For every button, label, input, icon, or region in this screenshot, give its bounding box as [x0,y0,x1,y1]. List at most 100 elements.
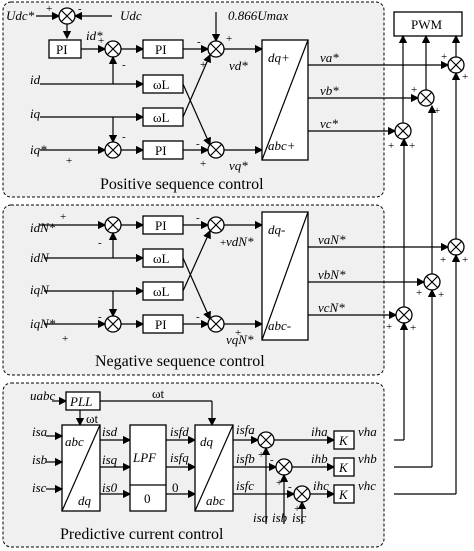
sign-22: - [270,454,274,466]
dq-minus-label: dq- [268,222,285,237]
sign-36: + [386,321,392,333]
sign-11: + [200,158,206,170]
vdn-star-label: vdN* [226,234,254,249]
pwm-label: PWM [411,17,443,32]
abc-minus-label: abc- [268,318,291,333]
sign-29: + [434,105,440,117]
sign-1: + [46,3,52,15]
iq-star-label: iq* [30,142,47,157]
dq-plus-label: dq+ [268,50,290,65]
negative-sequence-caption: Negative sequence control [95,353,265,370]
vqn-star-label: vqN* [226,332,254,347]
vc-star-label: vc* [320,116,339,131]
sign-16: - [98,311,102,323]
abc-label: abc [65,434,84,449]
pi-dn-label: PI [155,218,167,233]
sign-8: + [66,155,72,167]
sign-37: + [410,322,416,334]
isc-bottom-label: isc [292,510,307,525]
zero-out-label: 0 [172,480,179,495]
sign-27: + [462,71,468,83]
predictive-current-caption: Predictive current control [60,526,224,543]
isb-bottom-label: isb [272,510,288,525]
positive-sequence-group [2,1,385,198]
omega-l-q-label: ωL [153,110,170,125]
sign-5: - [197,36,201,48]
sign-9: - [122,131,126,143]
sign-20: - [250,427,254,439]
sign-7: + [200,59,206,71]
zero-label: 0 [144,491,151,506]
vbn-star-label: vbN* [318,267,346,282]
isfq-label: isfq [170,450,189,465]
iqn-label: iqN [30,282,50,297]
negative-sequence-group [2,204,385,376]
wt-label-left: ωt [86,411,99,426]
sign-18: - [196,311,200,323]
k-c-label: K [338,487,349,502]
sign-21: + [258,449,264,461]
sign-33: + [462,254,468,266]
is0-label: is0 [102,480,118,495]
id-star-label: id* [86,28,103,43]
sign-32: + [440,254,446,266]
sign-6: + [226,33,232,45]
udc-label: Udc [120,8,142,23]
id-label: id [30,72,41,87]
vhb-label: vhb [358,451,377,466]
sign-13: - [98,237,102,249]
va-star-label: va* [320,50,339,65]
sign-17: + [62,333,68,345]
sign-25: + [294,503,300,515]
isfa-label: isfa [236,422,255,437]
sign-12: + [60,211,66,223]
sign-30: + [388,140,394,152]
isa-bottom-label: isa [253,510,269,525]
pll-label: PLL [69,394,92,409]
sign-23: + [276,477,282,489]
positive-sequence-caption: Positive sequence control [100,176,264,193]
sign-14: - [196,212,200,224]
lpf-label: LPF [132,450,157,465]
vq-star-label: vq* [229,158,248,173]
vcn-star-label: vcN* [318,300,345,315]
omega-l-d-label: ωL [153,77,170,92]
idn-label: idN [30,250,50,265]
sign-10: - [196,138,200,150]
pi-qn-label: PI [155,317,167,332]
vhc-label: vhc [358,478,376,493]
sign-15: + [220,237,226,249]
k-b-label: K [338,460,349,475]
sign-34: + [416,287,422,299]
isa-label: isa [32,424,48,439]
omega-l-dn-label: ωL [153,251,170,266]
isd-label: isd [102,424,118,439]
k-a-label: K [338,433,349,448]
abc-plus-label: abc+ [268,138,296,153]
iqn-star-label: iqN* [30,316,56,331]
dq-label: dq [78,493,92,508]
lpf-block [129,424,167,512]
omega-l-qn-label: ωL [153,284,170,299]
sign-24: - [288,481,292,493]
sign-35: + [438,289,444,301]
idn-star-label: idN* [30,220,56,235]
isb-label: isb [32,452,48,467]
van-star-label: vaN* [318,232,346,247]
k-a-block [333,430,355,450]
sign-26: + [441,51,447,63]
sign-3: + [98,35,104,47]
vb-star-label: vb* [320,83,339,98]
isfd-label: isfd [170,424,189,439]
vd-star-label: vd* [229,58,248,73]
k-c-block [333,484,355,504]
isc-label: isc [32,480,47,495]
isq-label: isq [102,452,118,467]
ihc-label: ihc [313,478,329,493]
pi-d-label: PI [155,42,167,57]
iha-label: iha [311,424,328,439]
sign-28: + [411,84,417,96]
sign-2: - [78,3,82,15]
pi-q-label: PI [155,143,167,158]
